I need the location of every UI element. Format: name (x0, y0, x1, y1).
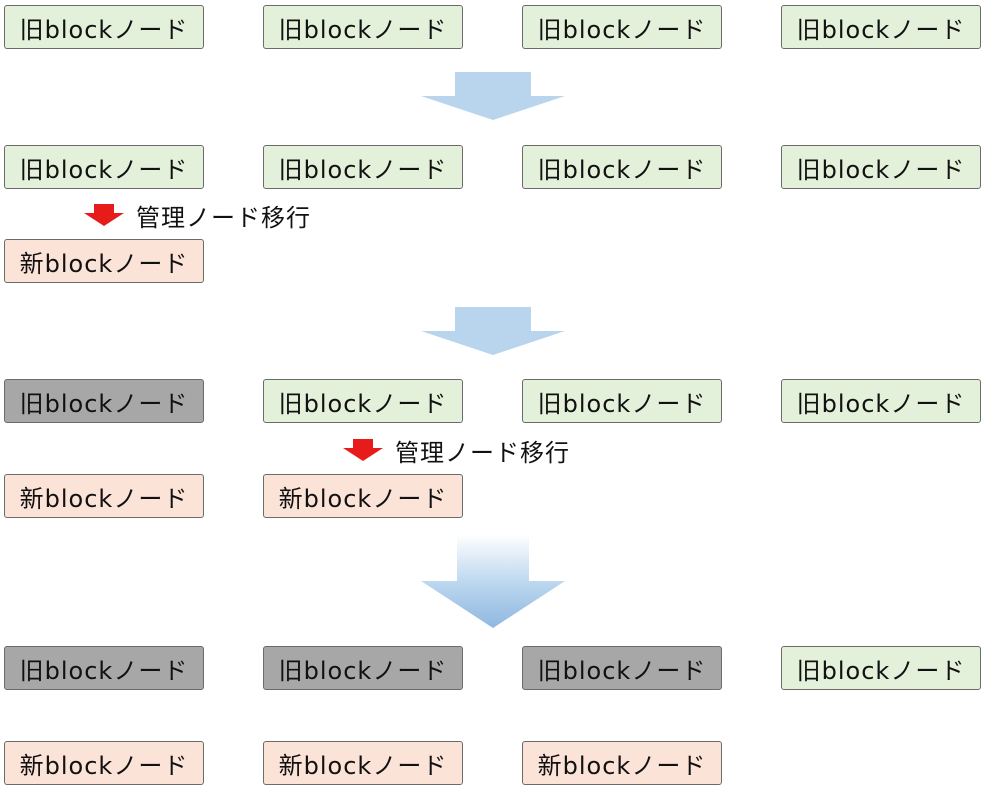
stage4-migrated-node-3: 旧blockノード (522, 646, 722, 690)
migrate-text: 管理ノード移行 (395, 438, 570, 467)
stage1-old-node-4: 旧blockノード (781, 5, 981, 49)
stage2-old-node-2: 旧blockノード (263, 145, 463, 189)
stage1-old-node-2: 旧blockノード (263, 5, 463, 49)
stage3-old-node-4: 旧blockノード (781, 379, 981, 423)
step-down-arrow-icon-3 (421, 534, 565, 628)
stage4-new-node-3: 新blockノード (522, 741, 722, 785)
stage2-old-node-1: 旧blockノード (4, 145, 204, 189)
stage4-migrated-node-1: 旧blockノード (4, 646, 204, 690)
stage2-old-node-3: 旧blockノード (522, 145, 722, 189)
red-down-arrow-icon (343, 439, 383, 461)
stage2-migrate-label: 管理ノード移行 (84, 201, 311, 232)
stage4-migrated-node-2: 旧blockノード (263, 646, 463, 690)
stage3-old-node-2: 旧blockノード (263, 379, 463, 423)
stage4-new-node-1: 新blockノード (4, 741, 204, 785)
stage3-old-node-3: 旧blockノード (522, 379, 722, 423)
migrate-text: 管理ノード移行 (136, 203, 311, 232)
stage3-migrate-label: 管理ノード移行 (343, 436, 570, 467)
step-down-arrow-icon-1 (421, 72, 565, 120)
stage4-new-node-2: 新blockノード (263, 741, 463, 785)
stage3-new-node-1: 新blockノード (4, 474, 204, 518)
stage4-old-node-4: 旧blockノード (781, 646, 981, 690)
stage3-new-node-2: 新blockノード (263, 474, 463, 518)
stage3-migrated-node-1: 旧blockノード (4, 379, 204, 423)
stage1-old-node-1: 旧blockノード (4, 5, 204, 49)
stage2-old-node-4: 旧blockノード (781, 145, 981, 189)
red-down-arrow-icon (84, 204, 124, 226)
step-down-arrow-icon-2 (421, 307, 565, 355)
stage2-new-node-1: 新blockノード (4, 239, 204, 283)
stage1-old-node-3: 旧blockノード (522, 5, 722, 49)
